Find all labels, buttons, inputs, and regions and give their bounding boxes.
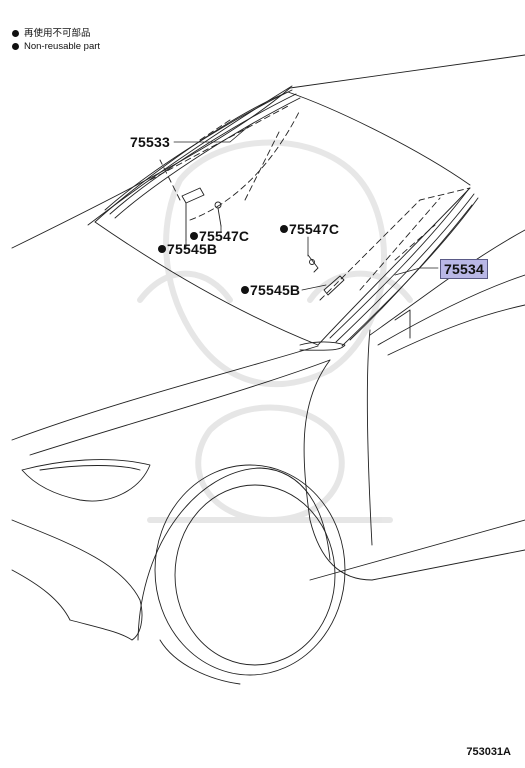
door-frame-inner: [377, 274, 525, 346]
legend-text-en: Non-reusable part: [24, 41, 101, 52]
mirror-base: [394, 309, 411, 339]
part-number-75534: 75534: [444, 261, 484, 277]
hood-crease: [29, 359, 331, 456]
hood-front: [11, 345, 319, 441]
clip-75545b-left: [181, 187, 205, 241]
rocker: [309, 519, 525, 581]
door-glass-lower: [387, 304, 525, 356]
bumper: [11, 519, 143, 641]
callout-75545b-left: 75545B: [158, 241, 217, 257]
windshield-top: [94, 91, 471, 223]
headlight-inner: [39, 465, 141, 471]
filled-circle-icon: [12, 30, 19, 37]
non-reusable-icon: [190, 232, 198, 240]
tire-outer: [154, 464, 346, 676]
filled-circle-icon: [12, 43, 19, 50]
windshield-bottom: [94, 221, 319, 346]
clip-75545b-right: [323, 275, 345, 296]
bumper-side: [11, 569, 71, 621]
callout-75545b-right: 75545B: [241, 282, 300, 298]
wheel-arch: [137, 467, 331, 641]
legend-text-jp: 再使用不可部品: [24, 28, 91, 39]
phantom-lines: [149, 104, 471, 301]
part-number-75545b-left: 75545B: [167, 241, 218, 257]
a-pillar: [366, 329, 373, 546]
part-number-75547c-right: 75547C: [289, 221, 340, 237]
clip-75547c-right: [307, 254, 319, 273]
non-reusable-icon: [158, 245, 166, 253]
callout-75534[interactable]: 75534: [440, 259, 488, 279]
callout-75533: 75533: [130, 134, 170, 150]
part-number-75547c-left: 75547C: [199, 228, 250, 244]
part-number-75533: 75533: [130, 134, 170, 150]
tire-inner: [174, 484, 336, 666]
legend: 再使用不可部品 Non-reusable part: [12, 27, 100, 53]
legend-row-jp: 再使用不可部品: [12, 27, 100, 40]
windshield-right: [317, 187, 471, 346]
bumper-lower: [69, 619, 133, 641]
leader-lines: [173, 124, 439, 291]
callout-75547c-right: 75547C: [280, 221, 339, 237]
fender-top: [303, 359, 373, 581]
watermark: [137, 139, 413, 523]
clip-75547c-left: [214, 201, 222, 227]
part-number-75545b-right: 75545B: [250, 282, 301, 298]
non-reusable-icon: [280, 225, 288, 233]
figure-id: 753031A: [466, 746, 511, 758]
roof-edge: [11, 54, 525, 249]
part-75534-molding: [329, 189, 479, 347]
legend-row-en: Non-reusable part: [12, 40, 100, 53]
tire-lower: [159, 639, 241, 685]
part-75533-molding: [104, 89, 301, 219]
non-reusable-icon: [241, 286, 249, 294]
headlight: [21, 459, 151, 502]
cowl: [299, 341, 346, 351]
callout-75547c-left: 75547C: [190, 228, 249, 244]
body-side: [371, 549, 525, 581]
door-frame: [369, 229, 525, 336]
